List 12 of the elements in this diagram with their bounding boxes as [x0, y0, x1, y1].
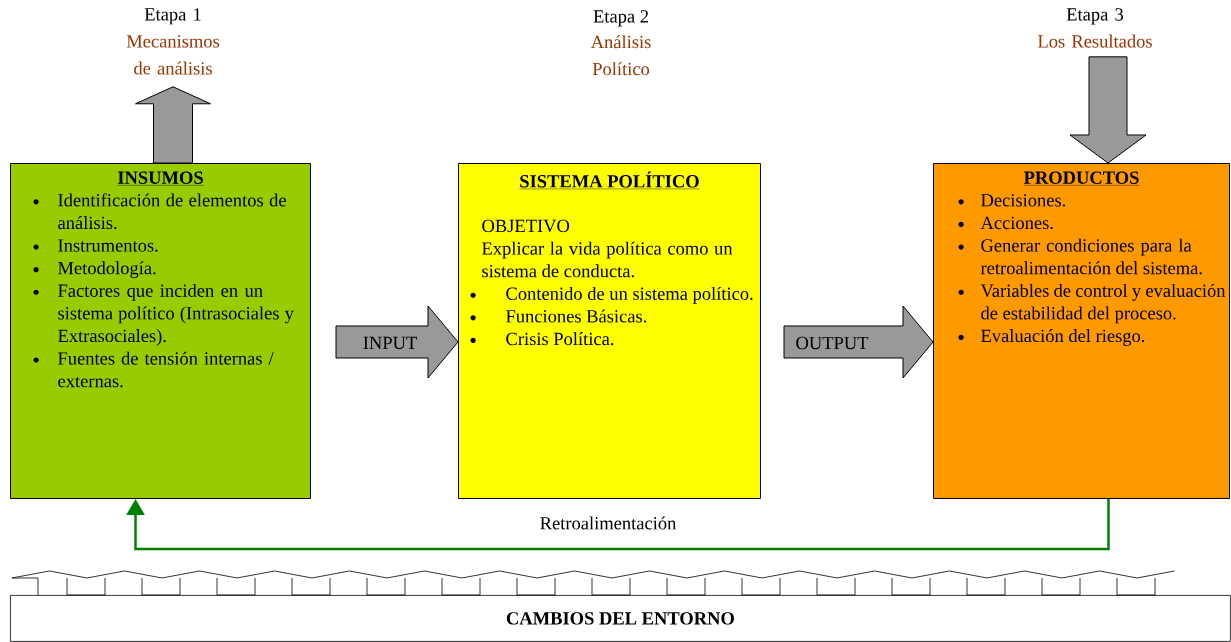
stage-heading: Etapa 1 Mecanismos de análisis — [126, 8, 220, 75]
process-box: SISTEMA POLÍTICO OBJETIVO Explicar la vida política como un sistema de conducta. Contenido de un sistema político. Funciones Básicas. Crisis Política. — [458, 163, 761, 499]
block-arrow — [1069, 56, 1147, 164]
edge-label: Retroalimentación — [538, 515, 678, 531]
process-box: INSUMOS Identificación de elementos de análisis. Instrumentos. Metodología. Factores que inciden en un sistema político (Intrasociales y Extrasociales). Fuentes de tensión internas / externas. — [10, 163, 311, 499]
stage-subtitle: Análisis Político — [590, 35, 651, 76]
stage-heading: Etapa 2 — [593, 10, 648, 27]
feedback-arrow — [126, 499, 1110, 551]
block-arrow — [135, 86, 211, 164]
stage-heading: Etapa 3 Los Resultados — [1038, 8, 1152, 48]
process-box: PRODUCTOS Decisiones. Acciones. Generar condiciones para la retroalimentación del sistema. Variables de control y evaluación de estabilidad del proceso. Evaluación del riesgo. — [933, 163, 1230, 499]
environment-band: CAMBIOS DEL ENTORNO — [10, 595, 1231, 642]
